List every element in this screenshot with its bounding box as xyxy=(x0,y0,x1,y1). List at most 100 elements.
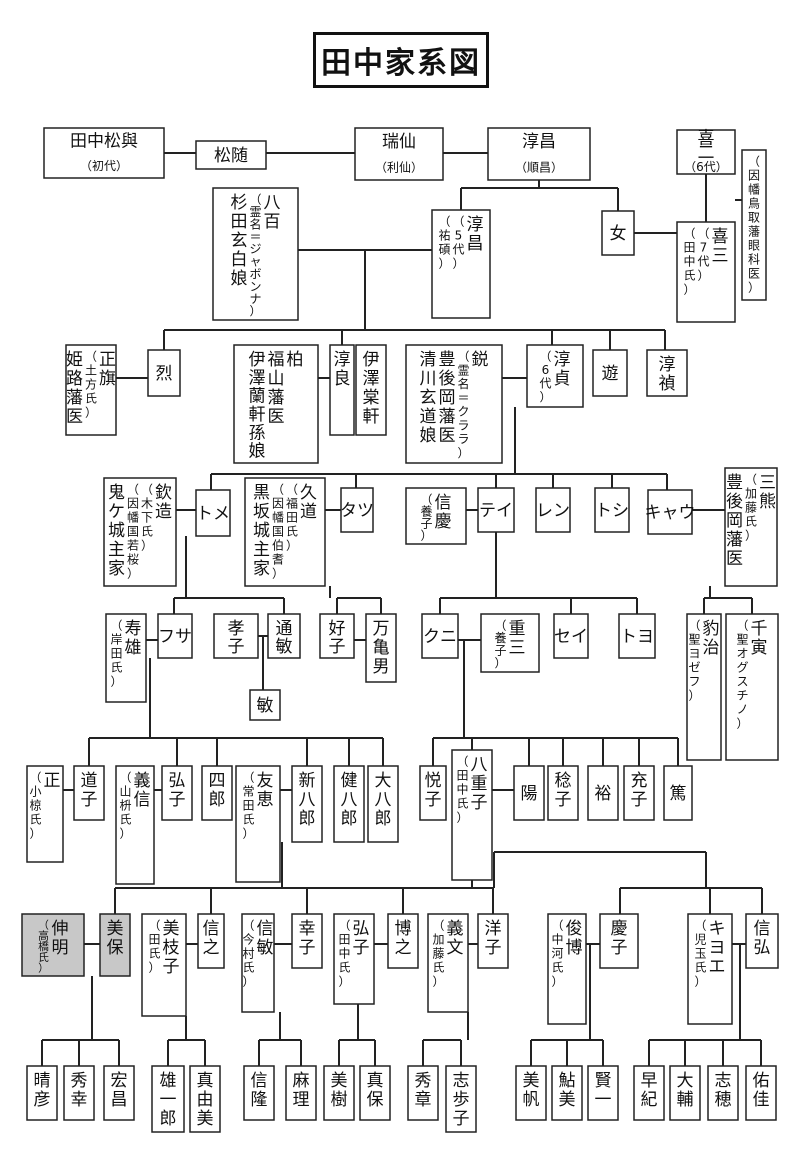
person-box xyxy=(21,913,85,977)
person-label: （順昌） xyxy=(515,160,563,174)
person-tome: トメ xyxy=(195,489,231,537)
person-box xyxy=(291,765,323,843)
person-label: 美樹 xyxy=(331,1071,348,1110)
person-label: 早紀 xyxy=(641,1071,658,1110)
person-yoshiko: 好子 xyxy=(319,613,355,659)
person-box xyxy=(587,1065,619,1121)
person-izawa: 伊澤棠軒 xyxy=(355,344,387,436)
person-label: 三熊 xyxy=(759,473,776,512)
person-nobuyuki: 信之 xyxy=(197,913,225,969)
person-label: 慶子 xyxy=(611,919,628,958)
person-hiroko2: 弘子（田中氏） xyxy=(333,913,375,1005)
person-atsushi: 篤 xyxy=(663,765,693,821)
person-label: （聖ヨゼフ） xyxy=(688,619,700,703)
person-box xyxy=(419,765,447,821)
person-label: 弘子 xyxy=(353,919,370,958)
person-sachiko: 幸子 xyxy=(291,913,323,969)
person-box xyxy=(633,1065,665,1121)
person-label: 健八郎 xyxy=(341,771,358,829)
person-box xyxy=(319,613,355,659)
person-box xyxy=(676,129,736,175)
person-boxes: 田中松與（初代）松随瑞仙（利仙）淳昌（順昌）喜二（6代）（因幡鳥取藩眼科医）八百… xyxy=(21,127,779,1133)
person-box xyxy=(515,1065,547,1121)
person-yao: 八百（霊名＝ジャボンナ）杉田玄白娘 xyxy=(212,187,299,321)
person-label: 久道 xyxy=(300,483,317,522)
person-box xyxy=(741,149,767,301)
person-keiko: 慶子 xyxy=(599,913,639,969)
person-michitoshi: 通敏 xyxy=(267,613,301,659)
person-tomoe: 友恵（常田氏） xyxy=(235,765,281,883)
person-label: 志歩子 xyxy=(453,1071,470,1129)
person-label: 杉田玄白娘 xyxy=(231,193,248,289)
person-label: 福山藩医 xyxy=(268,350,285,427)
person-label: フサ xyxy=(158,627,192,647)
person-box xyxy=(243,1065,275,1121)
person-label: 烈 xyxy=(156,364,173,384)
person-toshi: トシ xyxy=(594,487,630,533)
person-maho: 真保 xyxy=(359,1065,391,1121)
person-label: （岸田氏） xyxy=(110,619,122,689)
person-hideyuki: 秀幸 xyxy=(63,1065,95,1121)
person-box xyxy=(151,1065,185,1133)
person-label: （養子） xyxy=(420,493,432,543)
person-box xyxy=(676,221,736,323)
person-box xyxy=(103,477,177,587)
person-label: 美枝子 xyxy=(163,919,180,977)
person-label: キヨエ xyxy=(709,919,726,977)
person-box xyxy=(291,913,323,969)
person-box xyxy=(26,1065,58,1121)
person-label: 志穂 xyxy=(715,1071,732,1110)
person-label: 姫路藩医 xyxy=(66,350,83,427)
person-label: 淳昌 xyxy=(467,215,484,254)
person-label: （霊名＝ジャボンナ） xyxy=(249,193,261,319)
person-yu: 遊 xyxy=(592,349,628,397)
person-label: クニ xyxy=(423,627,457,647)
person-label: 篤 xyxy=(670,784,687,804)
person-box xyxy=(355,344,387,436)
person-miho2: 美帆 xyxy=(515,1065,547,1121)
title-text: 田中家系図 xyxy=(321,46,481,81)
person-label: 豊後岡藩医 xyxy=(726,473,743,569)
diagram-title: 田中家系図 xyxy=(313,32,489,88)
person-juntei: 淳禎 xyxy=(646,349,688,397)
person-box xyxy=(553,613,589,659)
connector-lines xyxy=(41,152,763,1066)
person-juzo: 重三（養子） xyxy=(480,613,540,673)
person-box xyxy=(359,1065,391,1121)
person-label: 道子 xyxy=(81,771,98,810)
person-box xyxy=(65,344,117,436)
person-label: 敏 xyxy=(257,696,274,716)
person-label: （聖オグスチノ） xyxy=(736,619,748,731)
person-label: 正 xyxy=(44,771,61,791)
person-label: 洋子 xyxy=(485,919,502,958)
person-label: 重三 xyxy=(509,619,526,658)
person-label: 麻理 xyxy=(293,1071,310,1110)
person-label: 伊澤棠軒 xyxy=(363,350,380,427)
person-label: （祐碩） xyxy=(438,215,450,271)
person-label: 八重子 xyxy=(471,755,488,813)
person-hyoji: 豹治（聖ヨゼフ） xyxy=(686,613,722,761)
person-label: （加藤氏） xyxy=(432,919,444,989)
person-box xyxy=(407,1065,439,1121)
person-box xyxy=(157,613,193,659)
person-box xyxy=(547,765,579,821)
person-ren: レン xyxy=(535,487,571,533)
person-box xyxy=(43,127,165,179)
person-label: 信弘 xyxy=(754,919,771,958)
person-box xyxy=(213,613,259,659)
person-box xyxy=(427,913,469,1013)
person-label: トメ xyxy=(196,504,230,524)
person-label: （山枡氏） xyxy=(119,771,131,841)
person-label: 四郎 xyxy=(209,771,226,810)
person-label: 孝子 xyxy=(228,619,245,657)
person-label: レン xyxy=(536,501,570,521)
person-onna: 女 xyxy=(601,210,635,256)
person-box xyxy=(115,765,155,885)
person-label: 俊博 xyxy=(566,919,583,958)
person-box xyxy=(233,344,319,464)
person-label: （田中氏） xyxy=(683,227,695,297)
person-label: （6代） xyxy=(684,160,728,174)
person-toshihiro: 俊博（中河氏） xyxy=(547,913,587,1025)
person-zuisen: 瑞仙（利仙） xyxy=(354,127,444,181)
